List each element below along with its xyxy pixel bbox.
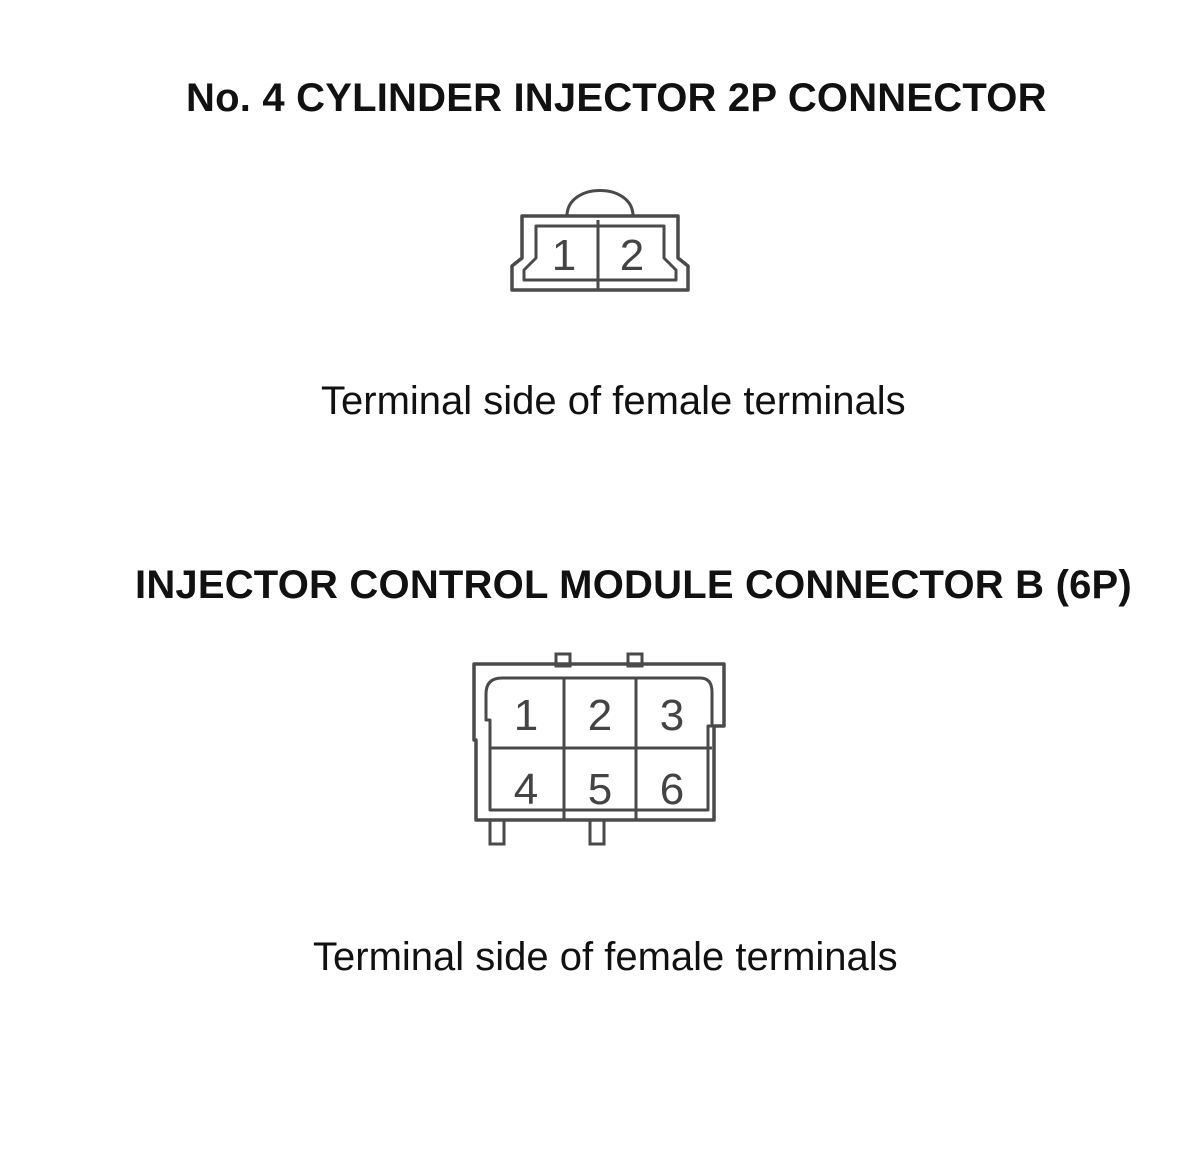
connector-2p-pin-1: 1 (552, 231, 576, 280)
connector-2-title: INJECTOR CONTROL MODULE CONNECTOR B (6P) (135, 563, 1132, 607)
connector-6p-pin-4: 4 (514, 765, 538, 814)
connector-6p-top-tab (554, 652, 572, 668)
connector-2-caption: Terminal side of female terminals (313, 935, 898, 979)
connector-6p-pin-3: 3 (660, 691, 684, 740)
connector-2p-pin-2: 2 (620, 231, 644, 280)
connector-2p-cavity (522, 224, 678, 282)
connector-2p-latch (565, 189, 635, 217)
connector-6p-pin-5: 5 (588, 765, 612, 814)
connector-1-caption: Terminal side of female terminals (321, 379, 906, 423)
connector-6p-pin-6: 6 (660, 765, 684, 814)
connector-6p-cavity (484, 676, 714, 812)
connector-6p-bottom-tab (588, 818, 606, 846)
connector-2p-diagram: 1 2 (510, 189, 690, 292)
connector-6p-top-tab (626, 652, 644, 668)
connector-6p-pin-1: 1 (514, 691, 538, 740)
connector-2p-housing (510, 214, 690, 292)
connector-6p-bottom-tab (488, 818, 506, 846)
connector-6p-pin-2: 2 (588, 691, 612, 740)
connector-1-title: No. 4 CYLINDER INJECTOR 2P CONNECTOR (186, 76, 1047, 120)
connector-6p-diagram: 1 2 3 4 5 6 (472, 652, 726, 846)
connector-6p-housing (472, 662, 726, 822)
